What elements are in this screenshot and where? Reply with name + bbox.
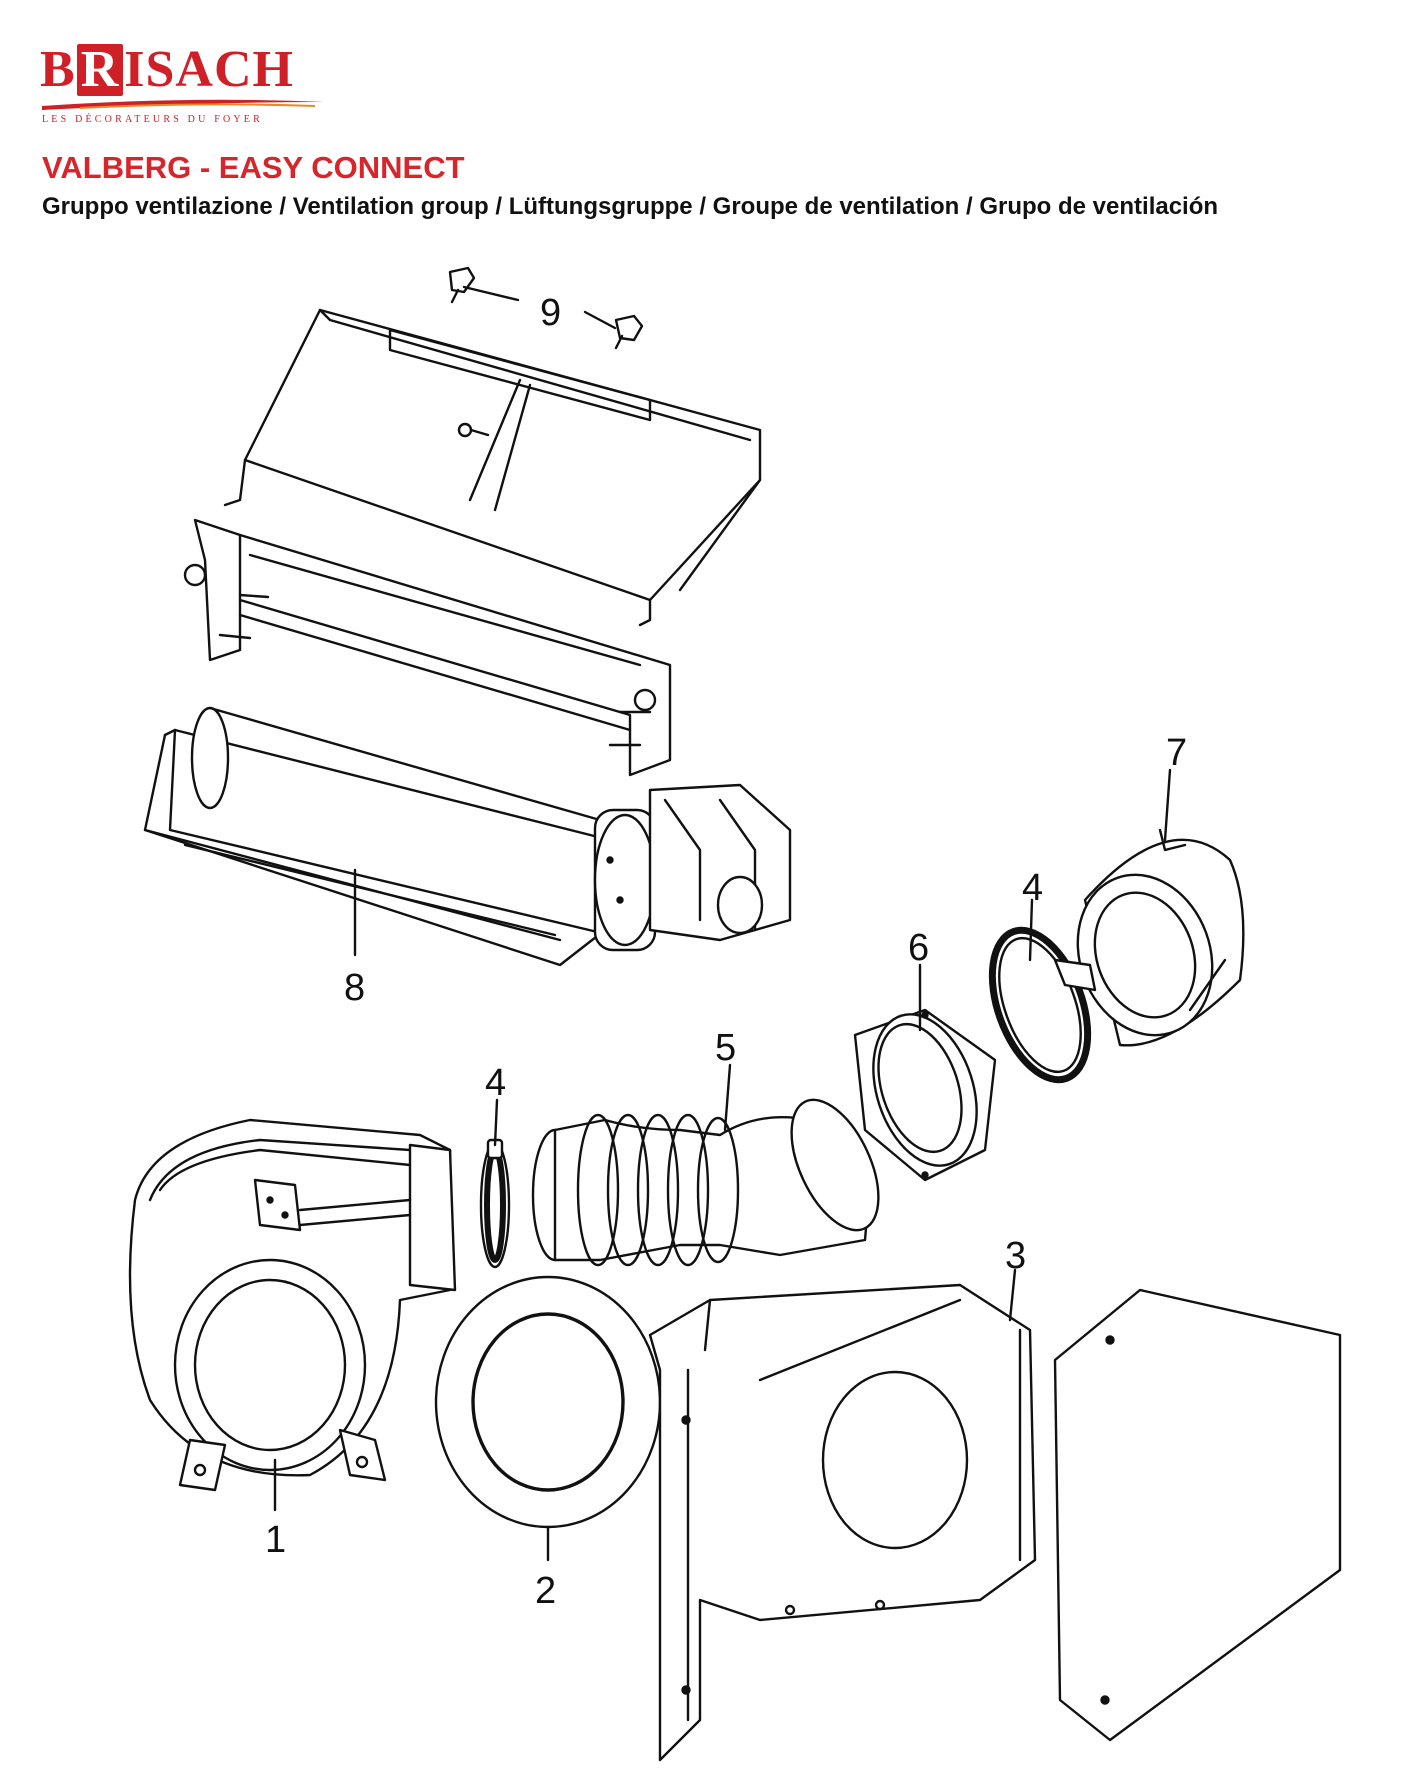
callout-2: 2 <box>535 1570 556 1612</box>
exploded-parts-diagram: 9 8 7 4 6 5 4 3 1 2 <box>0 240 1410 1774</box>
callout-3: 3 <box>1005 1235 1026 1277</box>
part-4-clamp-upper <box>988 926 1097 1084</box>
callout-9: 9 <box>540 292 561 334</box>
logo-tagline: LES DÉCORATEURS DU FOYER <box>42 114 263 125</box>
callout-4-upper: 4 <box>1022 867 1043 909</box>
callout-7: 7 <box>1166 732 1187 774</box>
callout-leaders <box>353 768 1172 1322</box>
brisach-logo: BRISACH LES DÉCORATEURS DU FOYER <box>40 44 330 134</box>
page-subtitle: Gruppo ventilazione / Ventilation group … <box>42 193 1219 220</box>
side-plate <box>1053 1288 1342 1742</box>
logo-swoosh <box>42 99 325 110</box>
part-2-gasket <box>434 1275 662 1562</box>
part-1-blower <box>128 1118 457 1512</box>
callout-1: 1 <box>265 1519 286 1561</box>
part-4-clamp-lower <box>479 1138 511 1269</box>
logo-wordmark: BRISACH <box>40 41 294 98</box>
mounting-frame <box>183 518 672 777</box>
top-cover-plate <box>223 308 762 627</box>
page-title: VALBERG - EASY CONNECT <box>42 150 465 185</box>
part-5-bellows-duct <box>531 1098 880 1267</box>
callout-4-lower: 4 <box>485 1062 506 1104</box>
callout-5: 5 <box>715 1027 736 1069</box>
callout-6: 6 <box>908 927 929 969</box>
part-3-bracket <box>648 1283 1037 1762</box>
part-7-elbow <box>1076 828 1245 1047</box>
diagram-canvas: 9 8 7 4 6 5 4 3 1 2 <box>128 266 1342 1762</box>
part-8-tangential-fan <box>143 706 792 967</box>
part-9-screws <box>448 266 644 350</box>
callout-8: 8 <box>344 967 365 1009</box>
part-6-flange <box>853 1008 997 1182</box>
